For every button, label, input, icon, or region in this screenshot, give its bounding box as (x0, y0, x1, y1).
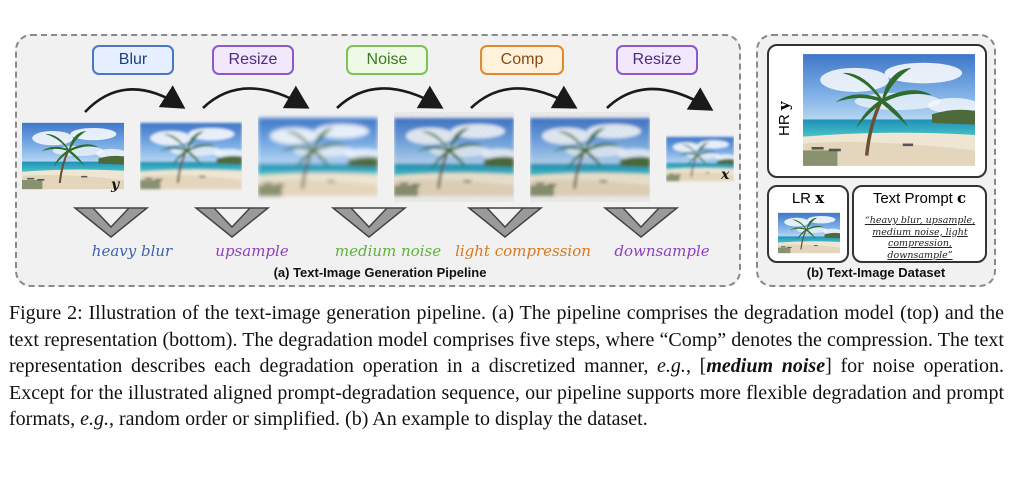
text-prompt-var: c (957, 189, 967, 207)
lr-label-prefix: LR (791, 190, 816, 207)
compressed-image (530, 112, 650, 202)
text-prompt-title: Text Prompt c (852, 189, 987, 207)
caption-suffix: , random order or simplified. (b) An exa… (108, 408, 648, 430)
lr-variable-label: x (721, 167, 730, 183)
description-light-compression: light compression (455, 242, 591, 260)
down-arrow-1 (72, 207, 150, 238)
down-arrow-4 (466, 207, 544, 238)
description-medium-noise: medium noise (334, 242, 442, 260)
text-prompt-prefix: Text Prompt (872, 190, 958, 207)
step-label: Comp (500, 51, 544, 68)
blur-step-box: Blur (92, 45, 174, 75)
lr-box-label: LR x (767, 189, 849, 207)
down-arrow-2 (193, 207, 271, 238)
noise-step-box: Noise (346, 45, 428, 75)
text-prompt-box (852, 185, 987, 263)
down-arrow-5 (602, 207, 680, 238)
curved-arrows (84, 85, 714, 113)
curved-arrow-5 (606, 87, 714, 111)
description-heavy-blur: heavy blur (91, 242, 173, 260)
prompt-line: medium noise, light (872, 226, 968, 238)
noisy-image (394, 112, 514, 202)
text-prompt-content: “heavy blur, upsample, medium noise, lig… (856, 215, 984, 261)
dataset-caption: (b) Text-Image Dataset (806, 265, 946, 280)
caption-prefix: Figure 2: Illustration of the text-image… (9, 302, 1004, 377)
caption-mid-1: , [ (685, 355, 707, 377)
down-arrow-3 (330, 207, 408, 238)
hr-label-var: y (775, 101, 793, 111)
curved-arrow-2 (202, 85, 310, 109)
step-label: Resize (632, 51, 682, 68)
curved-arrow-1 (84, 85, 186, 113)
hr-variable-label: y (111, 177, 120, 193)
curved-arrow-4 (470, 85, 578, 109)
prompt-line: compression, downsample” (887, 238, 953, 261)
lr-label-var: x (815, 189, 825, 207)
step-label: Resize (228, 51, 278, 68)
caption-bracket-term: medium noise (706, 355, 826, 377)
prompt-line: “heavy blur, upsample, (864, 215, 976, 226)
resize-step-box: Resize (212, 45, 294, 75)
hr-image (22, 118, 124, 194)
down-arrows (72, 207, 680, 238)
dataset-lr-image (778, 210, 840, 256)
curved-arrow-3 (336, 85, 444, 109)
upsampled-image (258, 112, 378, 202)
step-label: Noise (366, 51, 408, 68)
hr-label-prefix: HR (776, 110, 793, 136)
caption-mid-2: ] for noise operation. Except for the il… (9, 355, 1004, 430)
comp-step-box: Comp (480, 45, 564, 75)
figure-caption: Figure 2: Illustration of the text-image… (9, 300, 1004, 433)
pipeline-caption: (a) Text-Image Generation Pipeline (273, 265, 487, 280)
caption-eg-2: e.g. (80, 408, 109, 430)
downsample-step-box: Resize (616, 45, 698, 75)
description-upsample: upsample (215, 242, 289, 260)
caption-eg-1: e.g. (657, 355, 686, 377)
description-downsample: downsample (614, 242, 710, 260)
blurred-image (140, 118, 242, 194)
dataset-hr-image (803, 50, 975, 170)
step-label: Blur (118, 51, 148, 68)
hr-label: HR y (771, 84, 801, 144)
